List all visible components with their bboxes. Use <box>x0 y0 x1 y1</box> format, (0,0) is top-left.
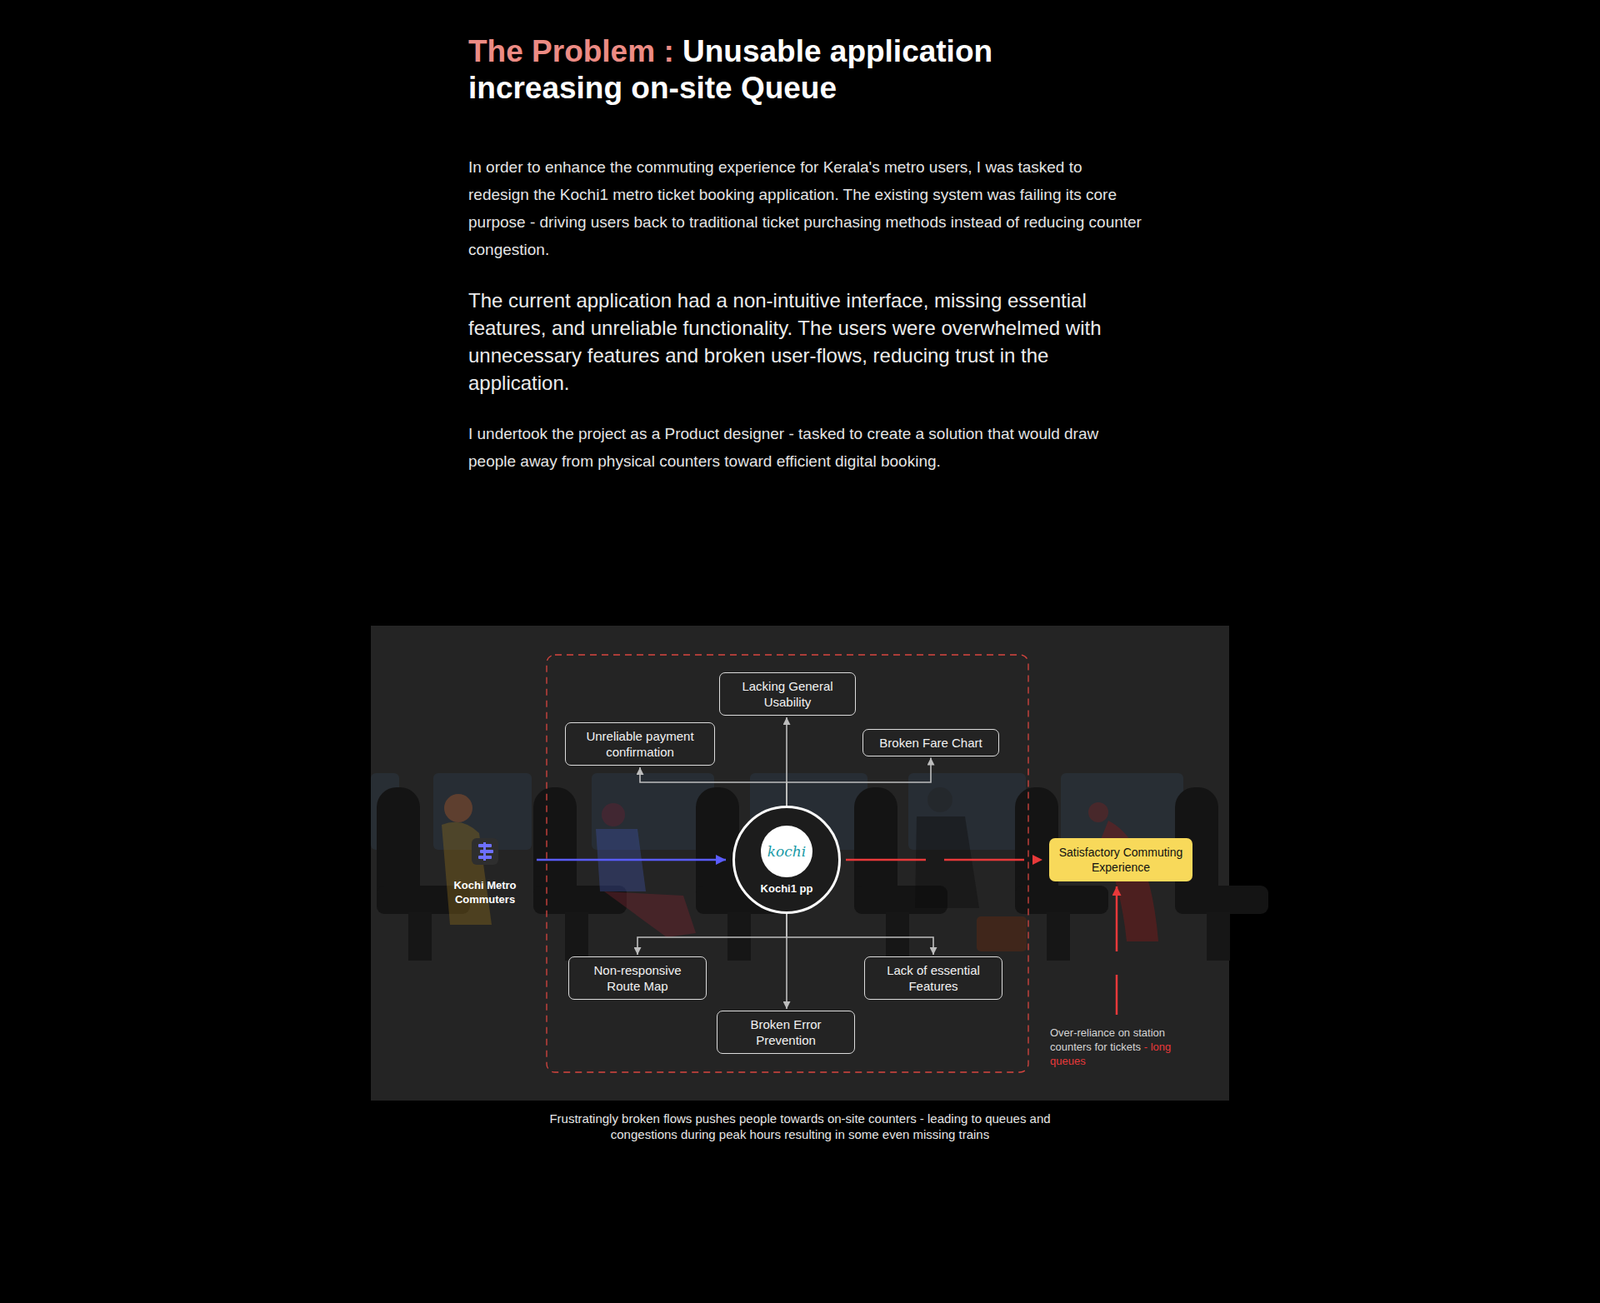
heading-prefix: The Problem : <box>468 34 675 69</box>
connector-arrow <box>786 914 934 955</box>
problem-region <box>546 655 1029 1073</box>
node-text: Non-responsive Route Map <box>577 962 698 995</box>
issue-box: Lack of essential Features <box>864 956 1003 1000</box>
body-paragraph: I undertook the project as a Product des… <box>468 420 1144 475</box>
node-text: Broken Error Prevention <box>725 1016 846 1049</box>
issue-box: Lacking General Usability <box>719 672 856 716</box>
actor-label: Kochi Metro Commuters <box>438 840 532 907</box>
connector-arrow <box>536 859 726 862</box>
connector-arrow <box>845 859 1043 862</box>
node-text: Lack of essential Features <box>873 962 994 995</box>
app-logo: kochi <box>760 825 813 878</box>
node-text: Unreliable payment confirmation <box>574 728 706 760</box>
node-text: Broken Fare Chart <box>871 735 990 751</box>
body-paragraph: The current application had a non-intuit… <box>468 286 1144 397</box>
issue-box: Non-responsive Route Map <box>568 956 707 1000</box>
connector-arrow <box>786 758 931 807</box>
connector-arrow <box>785 914 788 1010</box>
issue-box: Unreliable payment confirmation <box>565 722 715 766</box>
issue-box: Broken Error Prevention <box>716 1010 855 1055</box>
seat-row <box>376 787 1269 961</box>
figure-caption: Frustratingly broken flows pushes people… <box>533 1110 1067 1143</box>
space <box>1140 1040 1145 1054</box>
node-text: Kochi1 pp <box>760 882 814 895</box>
queue-arrow <box>1116 886 1118 1015</box>
issue-box: Broken Fare Chart <box>862 729 1000 757</box>
app-circle: kochiKochi1 pp <box>732 805 841 915</box>
outcome-box: Satisfactory Commuting Experience <box>1049 838 1193 882</box>
page-heading: The Problem : Unusable application incre… <box>468 33 1144 107</box>
node-text: Satisfactory Commuting Experience <box>1055 845 1186 875</box>
queue-note: Over-reliance on station counters for ti… <box>1050 1025 1192 1069</box>
node-text: Kochi Metro Commuters <box>438 878 532 907</box>
connector-arrow <box>640 767 787 806</box>
node-text: Lacking General Usability <box>728 678 847 710</box>
connector-arrow <box>637 914 787 955</box>
space <box>674 34 683 69</box>
body-paragraph: In order to enhance the commuting experi… <box>468 153 1144 264</box>
commuter-icon <box>471 838 499 865</box>
panel-background <box>370 625 1230 1101</box>
